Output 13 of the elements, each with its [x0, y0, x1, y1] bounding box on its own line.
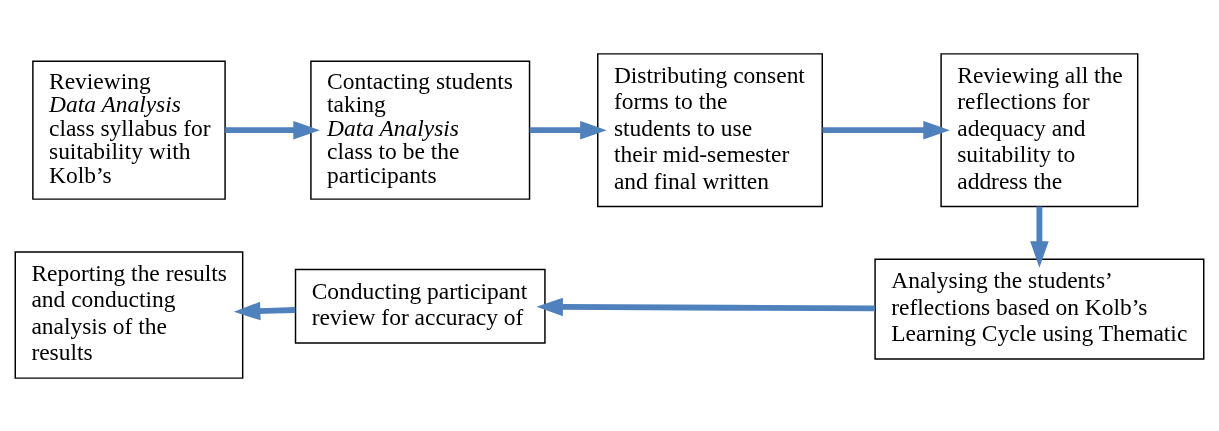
node-box: Reporting the results and conducting analysis of the results — [14, 250, 244, 379]
arrow — [536, 297, 875, 316]
node-box: Analysing the students’ reflections based on Kolb’s Learning Cycle using Thematic — [874, 258, 1205, 360]
node-box: Reviewing all the reflections for adequacy and suitability to address the — [940, 52, 1139, 207]
arrow — [1030, 206, 1049, 268]
arrow — [233, 301, 296, 320]
node-box: Reviewing Data Analysis class syllabus for suitability with Kolb’s — [32, 59, 226, 200]
arrow — [225, 120, 320, 139]
node-box: Conducting participant review for accuracy of — [294, 268, 546, 344]
arrow — [529, 120, 607, 139]
arrow — [822, 120, 950, 139]
node-box: Distributing consent forms to the students to use their mid-semester and final written — [597, 52, 823, 207]
node-box: Contacting students taking Data Analysis class to be the participants — [310, 59, 531, 200]
